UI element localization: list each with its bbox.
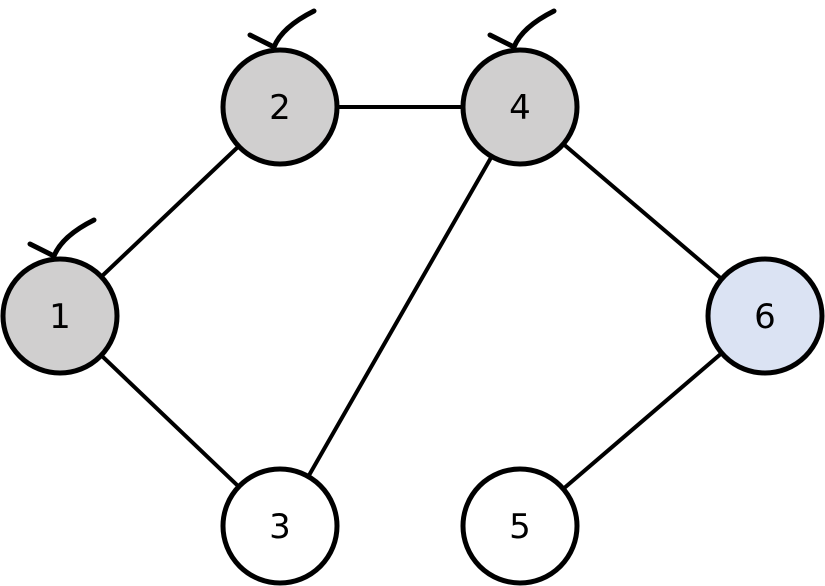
checkmark-icon bbox=[247, 8, 317, 50]
checkmark-icon bbox=[487, 8, 557, 50]
node-circle bbox=[460, 466, 580, 586]
checkmark-icon bbox=[27, 217, 97, 259]
node-circle bbox=[460, 47, 580, 167]
nodes-layer: 1 2 3 4 5 6 bbox=[0, 8, 825, 586]
node-5: 5 bbox=[460, 466, 580, 586]
node-label: 6 bbox=[754, 297, 776, 337]
edge-1-2 bbox=[99, 144, 241, 279]
node-circle bbox=[0, 256, 120, 376]
node-label: 4 bbox=[509, 88, 531, 128]
node-6: 6 bbox=[705, 256, 825, 376]
node-circle bbox=[220, 466, 340, 586]
node-4: 4 bbox=[460, 8, 580, 167]
node-circle bbox=[705, 256, 825, 376]
edge-3-4 bbox=[306, 154, 494, 479]
edges-layer bbox=[99, 105, 724, 491]
node-3: 3 bbox=[220, 466, 340, 586]
node-label: 5 bbox=[509, 507, 531, 547]
node-circle bbox=[220, 47, 340, 167]
node-1: 1 bbox=[0, 217, 120, 376]
edge-5-6 bbox=[561, 351, 724, 491]
edge-4-6 bbox=[561, 141, 724, 282]
edge-1-3 bbox=[99, 353, 241, 489]
node-label: 3 bbox=[269, 507, 291, 547]
node-2: 2 bbox=[220, 8, 340, 167]
node-label: 1 bbox=[49, 297, 71, 337]
node-label: 2 bbox=[269, 88, 291, 128]
